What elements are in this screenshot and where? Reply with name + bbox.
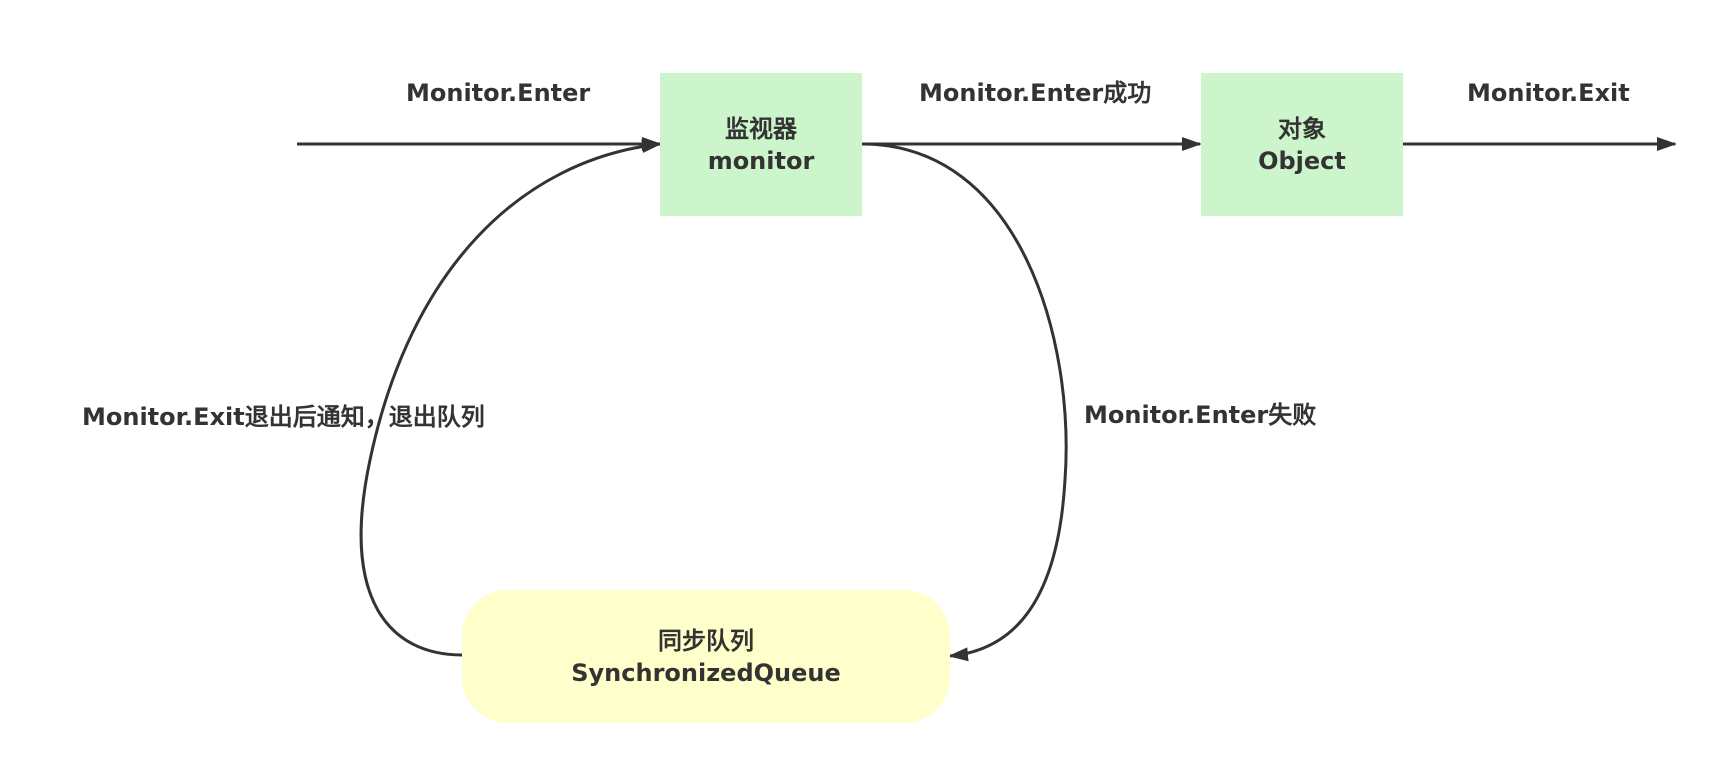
monitor-node-subtitle: monitor [707, 146, 815, 175]
sync-queue-node-subtitle: SynchronizedQueue [571, 658, 841, 687]
monitor-node-title: 监视器 [725, 114, 797, 143]
sync-queue-node: 同步队列 SynchronizedQueue [462, 590, 950, 723]
edge-enter-fail-label: Monitor.Enter失败 [1084, 401, 1317, 429]
edge-enter-fail-curve [861, 142, 1068, 662]
edge-exit-notify-curve [359, 139, 662, 657]
object-node-subtitle: Object [1258, 146, 1346, 175]
edge-exit-notify-label: Monitor.Exit退出后通知，退出队列 [82, 403, 485, 431]
edge-enter-success-label: Monitor.Enter成功 [919, 79, 1152, 107]
object-node-title: 对象 [1278, 114, 1326, 143]
object-node: 对象 Object [1201, 73, 1403, 216]
edge-exit-label: Monitor.Exit [1467, 79, 1630, 107]
edge-enter-label: Monitor.Enter [406, 79, 591, 107]
monitor-node: 监视器 monitor [660, 73, 862, 216]
sync-queue-node-title: 同步队列 [658, 626, 754, 655]
